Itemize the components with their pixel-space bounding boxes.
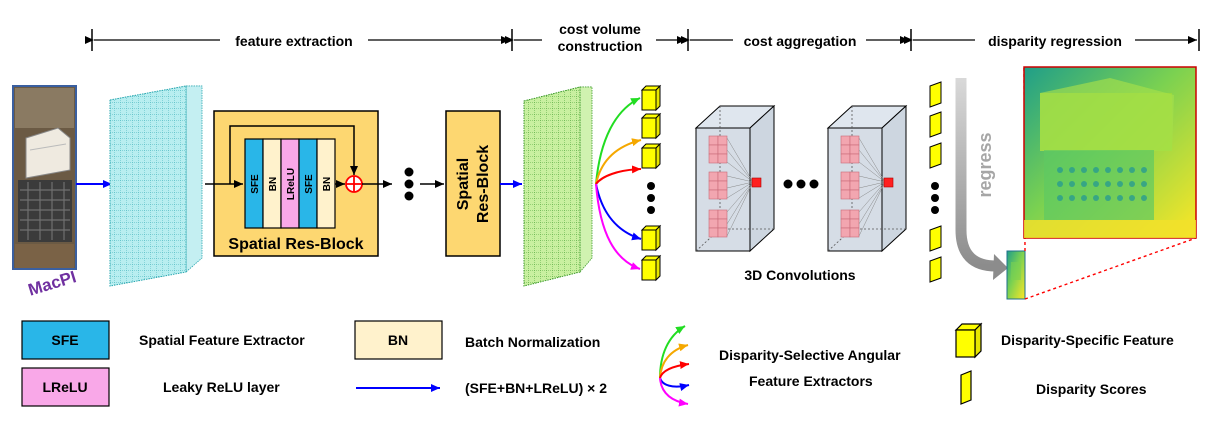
ellipsis-horizontal-icon [783,179,819,189]
legend-dsf-cube-icon [954,322,983,359]
disparity-map [1023,66,1197,239]
score-slab [929,111,942,138]
legend-lrelu-box-label: LReLU [42,379,87,395]
disparity-feature-cubes [640,84,662,282]
legend-bn-text: Batch Normalization [465,334,600,350]
legend-fan-arrows [659,325,690,407]
res-block-2-line1: Spatial [455,158,472,210]
dsf-cube [640,224,662,252]
score-slab [929,142,942,169]
legend-arrow-text: (SFE+BN+LReLU) × 2 [465,380,607,396]
legend-dsafe-line1: Disparity-Selective Angular [719,347,901,363]
legend-dsafe-line2: Feature Extractors [749,373,873,389]
block-bn-label: BN [268,177,279,191]
legend-score-icon [960,370,972,405]
legend: SFE Spatial Feature Extractor LReLU Leak… [21,320,1174,407]
conv3d-box-1 [694,104,776,253]
block-sfe-1-label: SFE [250,174,261,194]
output-thumbnail [1006,250,1026,300]
legend-sfe-swatch [21,320,110,360]
residual-add-icon [345,175,363,193]
stage-disparity-regression: disparity regression [988,33,1122,49]
score-slab [929,225,942,252]
stage-cost-aggregation: cost aggregation [744,33,857,49]
conv3d-box-2 [826,104,908,253]
stage-header: feature extraction cost volume construct… [85,21,1200,54]
stage-cost-volume-line2: construction [558,38,643,54]
legend-sfe-box-label: SFE [51,332,78,348]
res-block-2-line2: Res-Block [475,145,492,223]
macpi-input-image [12,85,77,270]
spatial-res-block: SFE BN LReLU SFE BN Spatial Res-Block [205,110,392,257]
block-sfe-2-label: SFE [304,174,315,194]
angular-extractor-arrows [595,97,642,270]
dsf-cube [640,254,662,282]
score-slab [929,81,942,108]
stage-cost-volume-line1: cost volume [559,21,641,37]
dsf-cube [640,112,662,140]
block-lrelu-label: LReLU [286,168,297,200]
disparity-score-column [929,81,942,283]
dsf-cube [640,84,662,112]
regress-arrow [955,78,1008,280]
legend-lrelu-swatch [21,367,110,407]
conv3d-label: 3D Convolutions [744,267,855,283]
score-slab [929,256,942,283]
feature-volume [109,85,203,287]
block-bn-2-label: BN [322,177,333,191]
ellipsis-vertical-icon [931,182,939,214]
legend-bn-swatch [354,320,443,360]
stage-feature-extraction: feature extraction [235,33,352,49]
spatial-res-block-2: Spatial Res-Block [445,110,501,257]
ellipsis-vertical-icon [647,182,655,214]
zoom-line-bottom [1024,237,1197,300]
legend-scores-text: Disparity Scores [1036,381,1147,397]
regress-label: regress [975,132,995,197]
legend-bn-box-label: BN [388,332,408,348]
res-block-caption: Spatial Res-Block [228,236,363,253]
cost-feature-volume [523,86,593,287]
ellipsis-vertical-icon [404,167,414,201]
legend-sfe-text: Spatial Feature Extractor [139,332,305,348]
dsf-cube [640,142,662,170]
macpi-label: MacPI [26,267,79,300]
legend-lrelu-text: Leaky ReLU layer [163,379,280,395]
legend-dsf-text: Disparity-Specific Feature [1001,332,1174,348]
